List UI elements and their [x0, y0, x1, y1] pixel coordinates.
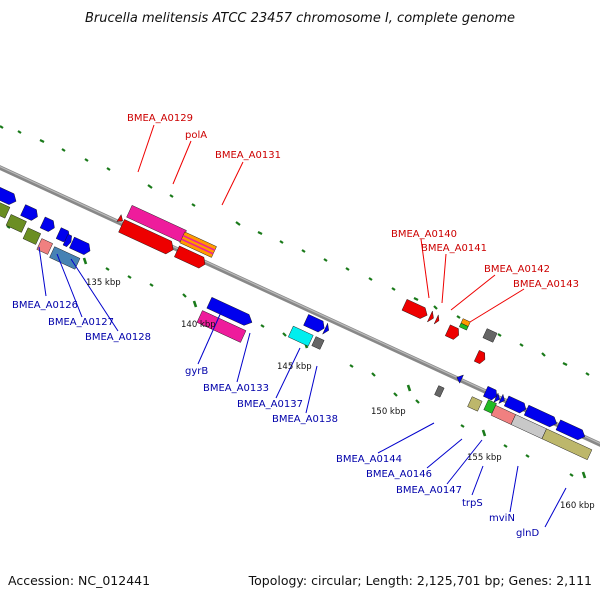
gene-box[interactable]: [311, 336, 325, 350]
outer-tick-dots: [0, 125, 590, 376]
gene-arrow[interactable]: [20, 204, 41, 223]
gene-box[interactable]: [22, 227, 42, 245]
label-bmea-a0147[interactable]: BMEA_A0147: [396, 485, 462, 496]
gene-box[interactable]: [467, 396, 483, 412]
label-bmea-a0137[interactable]: BMEA_A0137: [237, 399, 303, 410]
feature-track: [0, 185, 593, 461]
gene-arrow[interactable]: [493, 392, 502, 404]
label-bmea-a0146[interactable]: BMEA_A0146: [366, 469, 432, 480]
gene-arrow[interactable]: [322, 322, 332, 336]
map-title: Brucella melitensis ATCC 23457 chromosom…: [85, 11, 515, 26]
label-gyrb[interactable]: gyrB: [185, 366, 208, 377]
gene-box[interactable]: [482, 328, 498, 343]
gene-box[interactable]: [541, 428, 593, 461]
gene-box[interactable]: [459, 322, 469, 331]
tick-label: 140 kbp: [181, 320, 216, 330]
label-bmea-a0127[interactable]: BMEA_A0127: [48, 317, 114, 328]
gene-arrow[interactable]: [498, 393, 507, 405]
gene-arrow[interactable]: [555, 419, 587, 442]
gene-arrow[interactable]: [455, 373, 464, 384]
gene-arrow[interactable]: [426, 310, 436, 324]
gene-arrow[interactable]: [303, 314, 327, 333]
gene-arrow[interactable]: [483, 386, 499, 401]
leader-lines-red: [137, 124, 525, 323]
gene-arrow[interactable]: [433, 314, 441, 325]
gene-box[interactable]: [36, 238, 53, 255]
tick-label: 135 kbp: [86, 278, 121, 288]
gene-arrow[interactable]: [523, 404, 559, 429]
leader-lines-blue: [38, 246, 567, 528]
label-bmea-a0126[interactable]: BMEA_A0126: [12, 300, 78, 311]
label-bmea-a0140[interactable]: BMEA_A0140: [391, 229, 457, 240]
label-bmea-a0129[interactable]: BMEA_A0129: [127, 113, 193, 124]
gene-arrow[interactable]: [39, 216, 57, 233]
label-bmea-a0141[interactable]: BMEA_A0141: [421, 243, 487, 254]
tick-label: 150 kbp: [371, 407, 406, 417]
topology-text: Topology: circular; Length: 2,125,701 bp…: [248, 573, 592, 588]
label-pola[interactable]: polA: [185, 130, 207, 141]
label-bmea-a0131[interactable]: BMEA_A0131: [215, 150, 281, 161]
gene-arrow[interactable]: [473, 350, 487, 365]
label-mvin[interactable]: mviN: [489, 513, 515, 524]
labels-top: BMEA_A0129 polA BMEA_A0131 BMEA_A0140 BM…: [127, 113, 579, 290]
tick-label: 160 kbp: [560, 501, 595, 511]
gene-arrow[interactable]: [69, 236, 92, 256]
label-bmea-a0143[interactable]: BMEA_A0143: [513, 279, 579, 290]
accession-text: Accession: NC_012441: [8, 573, 150, 588]
gene-arrow[interactable]: [444, 324, 461, 341]
gene-arrow[interactable]: [503, 395, 528, 415]
gene-box[interactable]: [434, 385, 445, 398]
gene-box[interactable]: [196, 310, 247, 343]
tick-label: 155 kbp: [467, 453, 502, 463]
gene-box[interactable]: [49, 246, 81, 270]
gene-box[interactable]: [287, 325, 314, 347]
gene-box[interactable]: [0, 198, 11, 219]
tick-label: 145 kbp: [277, 362, 312, 372]
tick-labels: 135 kbp 140 kbp 145 kbp 150 kbp 155 kbp …: [86, 278, 595, 511]
gene-arrow[interactable]: [401, 299, 430, 320]
gene-arrow[interactable]: [206, 297, 255, 328]
label-trps[interactable]: trpS: [462, 498, 483, 509]
tick-major-marks: [82, 257, 587, 479]
gene-arrow[interactable]: [174, 245, 207, 270]
gene-arrow[interactable]: [62, 233, 73, 247]
gene-box[interactable]: [5, 214, 27, 233]
label-bmea-a0142[interactable]: BMEA_A0142: [484, 264, 550, 275]
label-bmea-a0133[interactable]: BMEA_A0133: [203, 383, 269, 394]
label-bmea-a0138[interactable]: BMEA_A0138: [272, 414, 338, 425]
labels-bottom: BMEA_A0126 BMEA_A0127 BMEA_A0128 gyrB BM…: [12, 300, 539, 539]
gene-arrow[interactable]: [0, 185, 19, 207]
label-bmea-a0144[interactable]: BMEA_A0144: [336, 454, 402, 465]
gene-arrow[interactable]: [116, 214, 125, 223]
label-bmea-a0128[interactable]: BMEA_A0128: [85, 332, 151, 343]
label-glnd[interactable]: glnD: [516, 528, 539, 539]
gene-arrow[interactable]: [118, 219, 177, 256]
